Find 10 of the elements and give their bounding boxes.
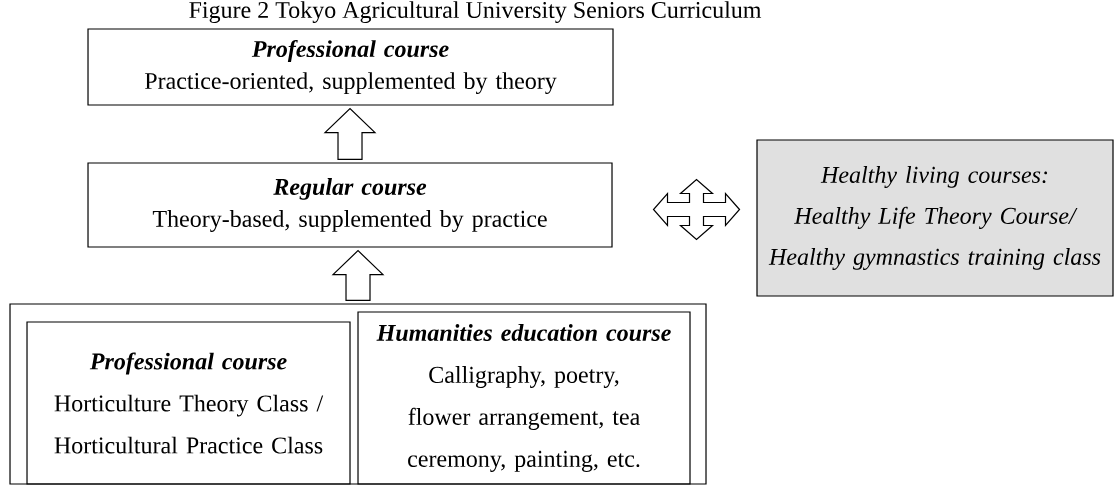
four-way-arrow [652,178,741,241]
course-box: Humanities education course Calligraphy, poetry, flower arrangement, tea ceremony, painting, etc. [357,311,691,485]
block-arrow [323,107,377,160]
info-box: Healthy living courses: Healthy Life Theory Course/ Healthy gymnastics training class [756,139,1114,297]
group-box [9,303,707,485]
course-box: Regular course Theory-based, supplemented by practice [87,162,613,248]
block-arrow [331,249,385,301]
course-box: Professional course Horticulture Theory Class / Horticultural Practice Class [26,321,351,485]
title: Figure 2 Tokyo Agricultural University Seniors Curriculum [189,1,762,23]
course-box: Professional course Practice-oriented, supplemented by theory [87,28,614,106]
